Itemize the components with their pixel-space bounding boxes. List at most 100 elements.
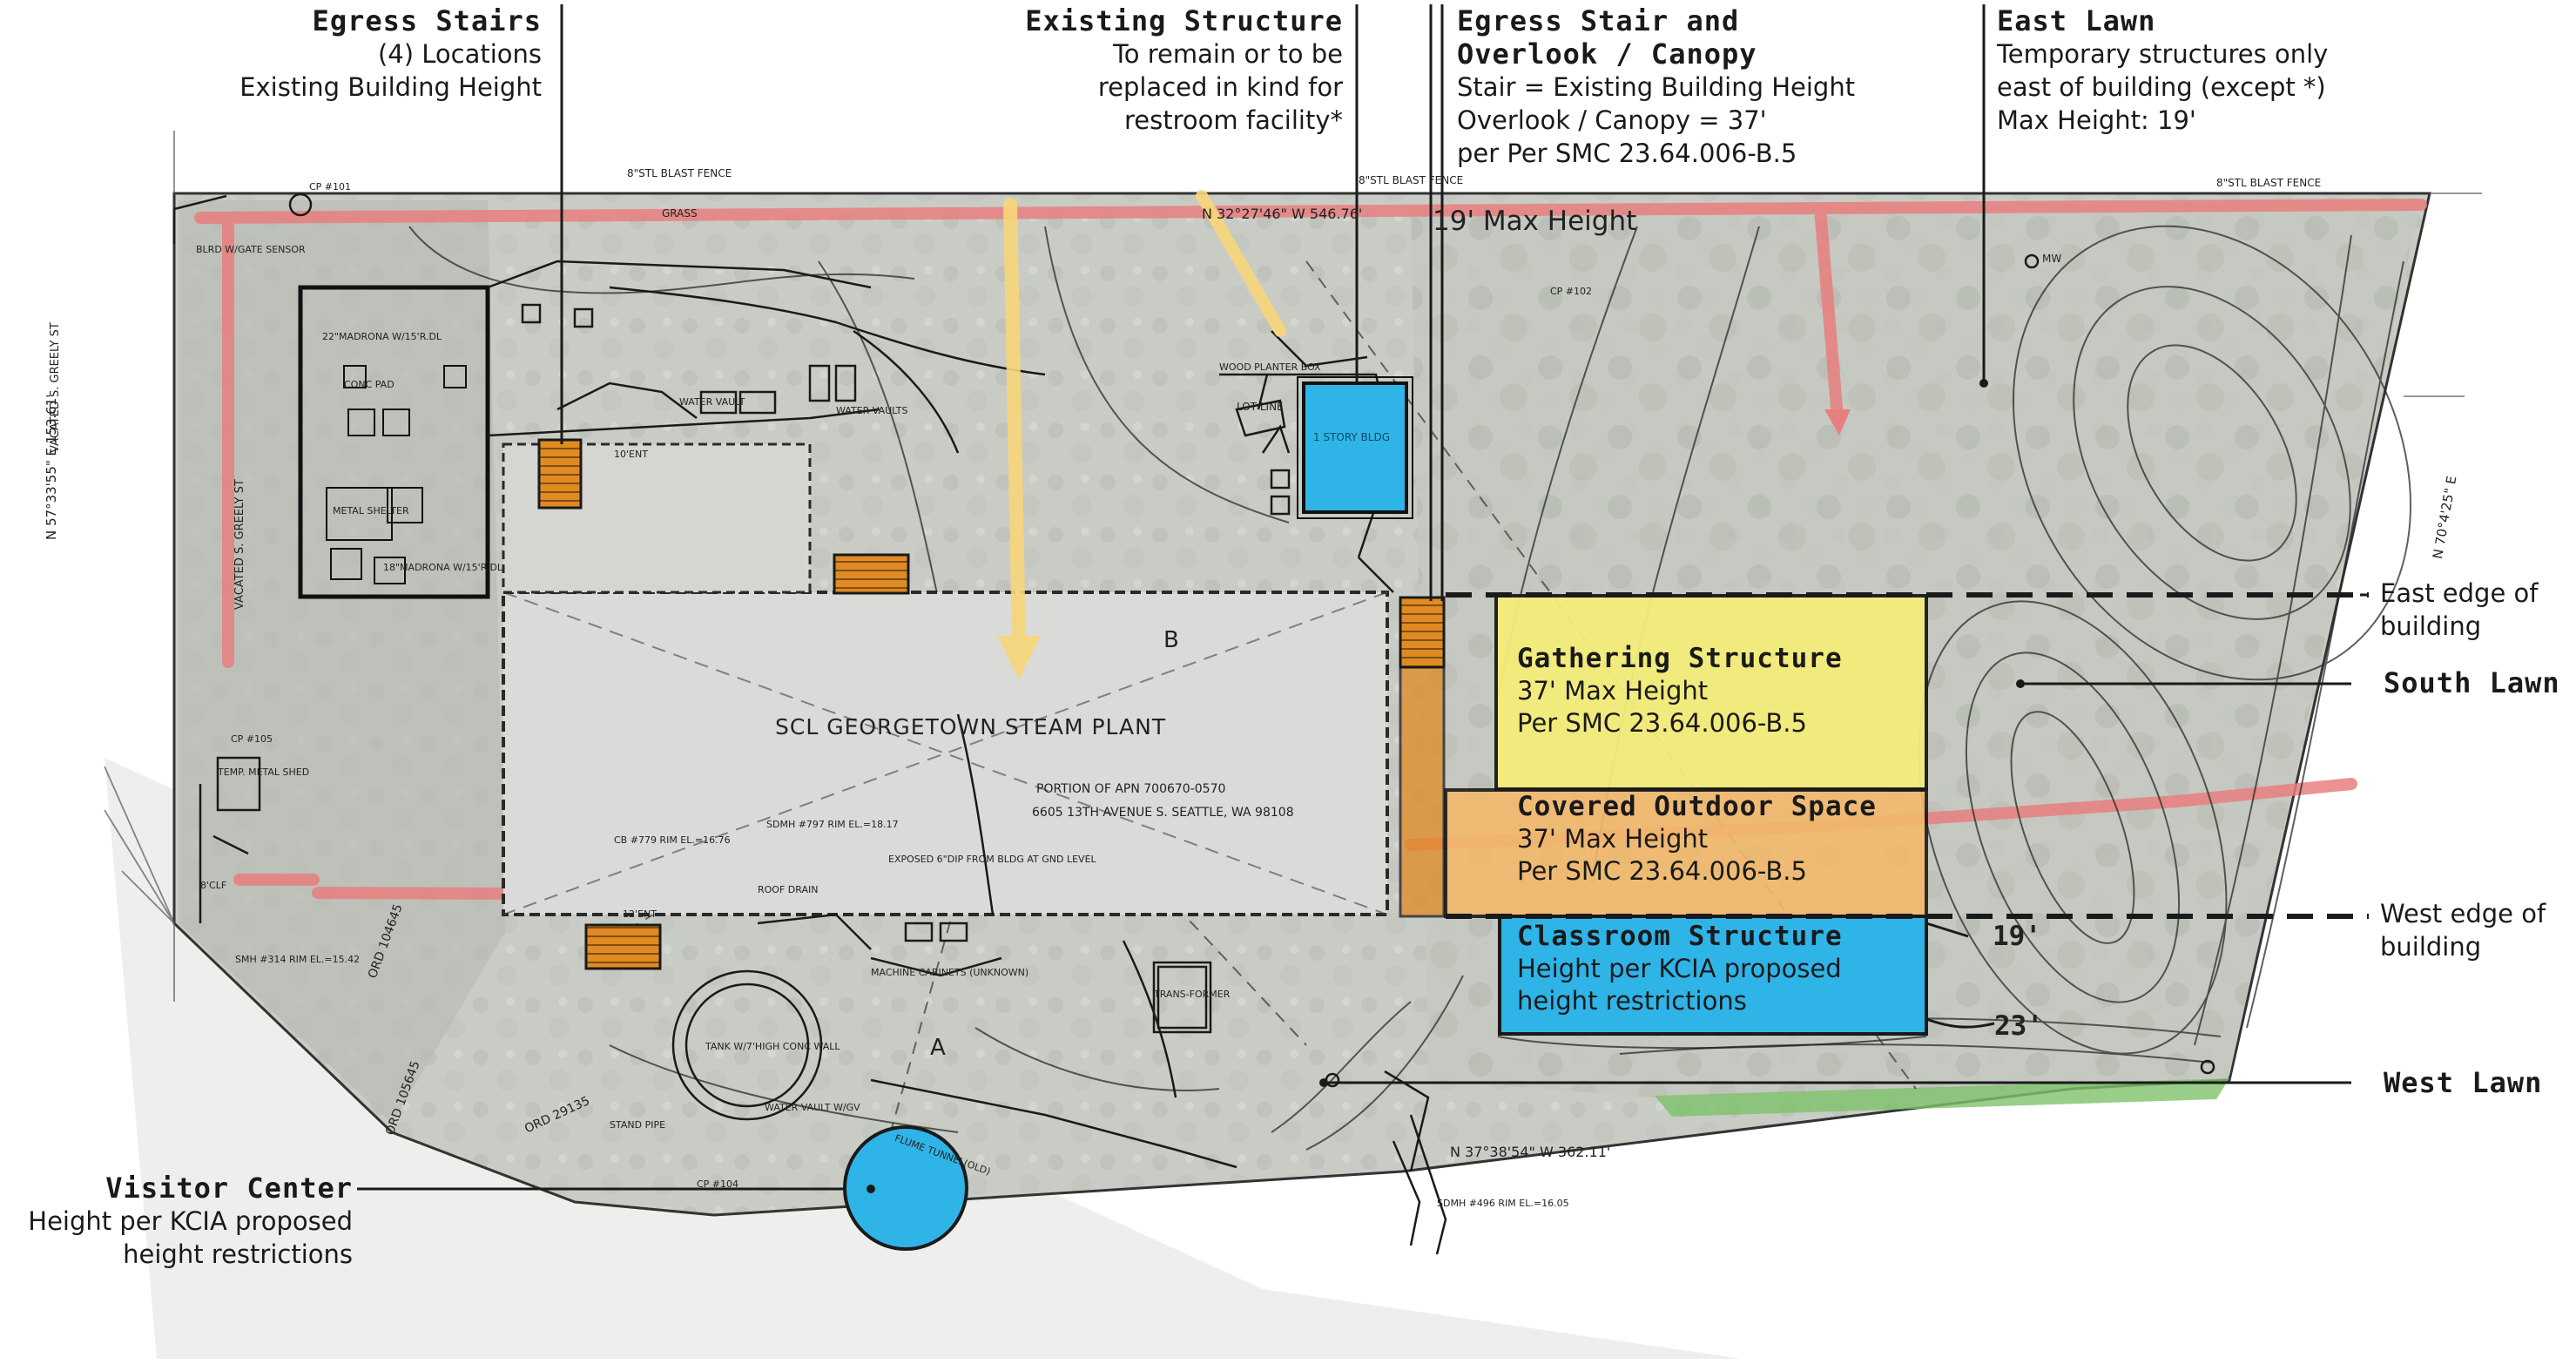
sdmh-496-label: SDMH #496 RIM EL.=16.05 <box>1437 1198 1569 1209</box>
address-label: 6605 13TH AVENUE S. SEATTLE, WA 98108 <box>1032 806 1294 820</box>
east-lawn-line-1: Temporary structures only <box>1997 39 2329 69</box>
lawn-edge <box>1655 1078 2229 1117</box>
roof-drain-label: ROOF DRAIN <box>758 884 819 895</box>
existing-structure-title: Existing Structure <box>1025 4 1343 37</box>
south-lawn-callout: South Lawn <box>2384 666 2560 699</box>
east-lawn-line-2: east of building (except *) <box>1997 72 2326 102</box>
visitor-center-callout: Visitor Center Height per KCIA proposed … <box>28 1172 353 1271</box>
sdmh-note-label: SDMH #797 RIM EL.=18.17 <box>766 819 899 830</box>
existing-structure-box <box>1302 382 1408 514</box>
height-19-label: 19' <box>1993 921 2041 952</box>
height-line-23 <box>1925 1017 1995 1029</box>
water-vault-gv-label: WATER VAULT W/GV <box>765 1102 860 1113</box>
mw-label: MW <box>2042 253 2062 265</box>
cp-105-label: CP #105 <box>231 733 273 745</box>
gathering-title: Gathering Structure <box>1517 643 1843 674</box>
one-story-label: 1 STORY BLDG <box>1313 431 1391 443</box>
covered-title: Covered Outdoor Space <box>1517 791 1877 822</box>
egress-stair-overlook-line-3: per Per SMC 23.64.006-B.5 <box>1457 138 1797 168</box>
contour-lines <box>408 225 2411 1151</box>
bearing-south-label: N 37°38'54" W 362.11' <box>1450 1144 1611 1160</box>
madrona-label-2: 18"MADRONA W/15'R.DL <box>383 562 503 573</box>
cp-102-label: CP #102 <box>1550 286 1593 297</box>
west-edge-callout: West edge of building <box>2380 897 2546 963</box>
visitor-center-line-1: Height per KCIA proposed <box>28 1206 353 1236</box>
ent-10-label: 10'ENT <box>614 449 648 460</box>
classroom-structure-zone <box>1498 915 1928 1036</box>
machine-label: MACHINE CABINETS (UNKNOWN) <box>871 967 1029 978</box>
yellow-arrows <box>997 190 1286 679</box>
visitor-center-title: Visitor Center <box>105 1172 353 1205</box>
east-edge-callout: East edge of building <box>2380 577 2538 643</box>
gathering-structure-zone <box>1494 594 1928 791</box>
classroom-title: Classroom Structure <box>1517 921 1843 952</box>
apn-label: PORTION OF APN 700670-0570 <box>1036 782 1226 796</box>
red-arrow-head <box>1824 409 1851 436</box>
sdmh-314-label: SMH #314 RIM EL.=15.42 <box>235 954 361 965</box>
street-label-1: VACATED S. GREELY ST <box>49 322 62 453</box>
west-annex <box>298 285 490 599</box>
gate-sensor-label: BLRD W/GATE SENSOR <box>196 244 306 255</box>
egress-stairs-line-2: Existing Building Height <box>239 72 542 102</box>
egress-stair-2 <box>833 553 910 595</box>
west-edge-line-2: building <box>2380 932 2482 962</box>
height-23-label: 23' <box>1994 1010 2043 1042</box>
gathering-line-1: 37' Max Height <box>1517 676 1709 706</box>
leader-lines <box>357 4 2369 1191</box>
plant-name-label: SCL GEORGETOWN STEAM PLANT <box>775 714 1167 739</box>
south-lawn-title: South Lawn <box>2384 666 2560 699</box>
egress-stair-3 <box>584 923 662 970</box>
metal-shelter-label: METAL SHELTER <box>333 505 409 517</box>
classroom-structure-text: Classroom Structure Height per KCIA prop… <box>1517 920 1843 1017</box>
egress-stair-overlook-line-1: Stair = Existing Building Height <box>1457 72 1856 102</box>
offsite-ground <box>105 758 1742 1359</box>
egress-stair-overlook-title-2: Overlook / Canopy <box>1457 37 1757 71</box>
cp-101-label: CP #101 <box>309 181 352 192</box>
east-lawn-line-3: Max Height: 19' <box>1997 105 2196 135</box>
egress-stair-overlook-line-2: Overlook / Canopy = 37' <box>1457 105 1767 135</box>
existing-structure-callout: Existing Structure To remain or to be re… <box>1025 4 1343 137</box>
egress-stair-1 <box>537 438 583 510</box>
max-height-label: 19' Max Height <box>1433 206 1637 237</box>
bearing-north-label: N 32°27'46" W 546.76' <box>1202 206 1363 222</box>
existing-structure-line-3: restroom facility* <box>1124 105 1343 135</box>
conc-pad-label: CONC PAD <box>344 379 394 390</box>
boundary-rays <box>104 131 2482 1002</box>
egress-stairs-line-1: (4) Locations <box>377 39 542 69</box>
wood-planter-label: WOOD PLANTER BOX <box>1219 361 1321 373</box>
covered-line-2: Per SMC 23.64.006-B.5 <box>1517 856 1807 886</box>
west-edge-line-1: West edge of <box>2380 899 2546 928</box>
existing-structure-line-1: To remain or to be <box>1112 39 1343 69</box>
temp-shed-label: TEMP. METAL SHED <box>218 766 310 778</box>
egress-stair-overlook-callout: Egress Stair and Overlook / Canopy Stair… <box>1457 4 1855 170</box>
gathering-line-2: Per SMC 23.64.006-B.5 <box>1517 708 1807 738</box>
blast-fence-label-2: 8"STL BLAST FENCE <box>1359 174 1464 186</box>
east-lawn-title: East Lawn <box>1997 4 2156 37</box>
gathering-structure-text: Gathering Structure 37' Max Height Per S… <box>1517 642 1843 739</box>
cp-104-label: CP #104 <box>697 1178 739 1190</box>
existing-structure-line-2: replaced in kind for <box>1097 72 1343 102</box>
street-label-2: VACATED S. GREELY ST <box>233 479 246 610</box>
covered-outdoor-text: Covered Outdoor Space 37' Max Height Per… <box>1517 790 1877 888</box>
building-letter-label: B <box>1163 627 1179 653</box>
water-vaults-label: WATER VAULTS <box>836 405 908 416</box>
tank-label: TANK W/7'HIGH CONC WALL <box>705 1041 840 1052</box>
egress-stairs-callout: Egress Stairs (4) Locations Existing Bui… <box>239 4 542 104</box>
site-linework <box>172 192 2215 1255</box>
height-line-19 <box>1925 922 1969 938</box>
madrona-label-1: 22"MADRONA W/15'R.DL <box>322 331 442 342</box>
grass-label: GRASS <box>662 207 698 219</box>
covered-outdoor-space-zone <box>1444 788 1928 918</box>
blast-fence-label-3: 8"STL BLAST FENCE <box>2216 177 2322 189</box>
ent-12-label: 12'ENT <box>623 908 657 920</box>
egress-stairs-title: Egress Stairs <box>312 4 542 37</box>
classroom-line-2: height restrictions <box>1517 986 1747 1016</box>
exposed-note-label: EXPOSED 6"DIP FROM BLDG AT GND LEVEL <box>888 854 1096 865</box>
egress-stair-overlook-title-1: Egress Stair and <box>1457 4 1740 37</box>
steam-plant-building <box>502 591 1389 916</box>
fence-clf-label: 8'CLF <box>200 880 227 891</box>
east-edge-line-1: East edge of <box>2380 578 2539 608</box>
stand-pipe-label: STAND PIPE <box>610 1119 666 1131</box>
classroom-line-1: Height per KCIA proposed <box>1517 954 1842 983</box>
lot-line-label: LOT LINE <box>1237 401 1284 413</box>
